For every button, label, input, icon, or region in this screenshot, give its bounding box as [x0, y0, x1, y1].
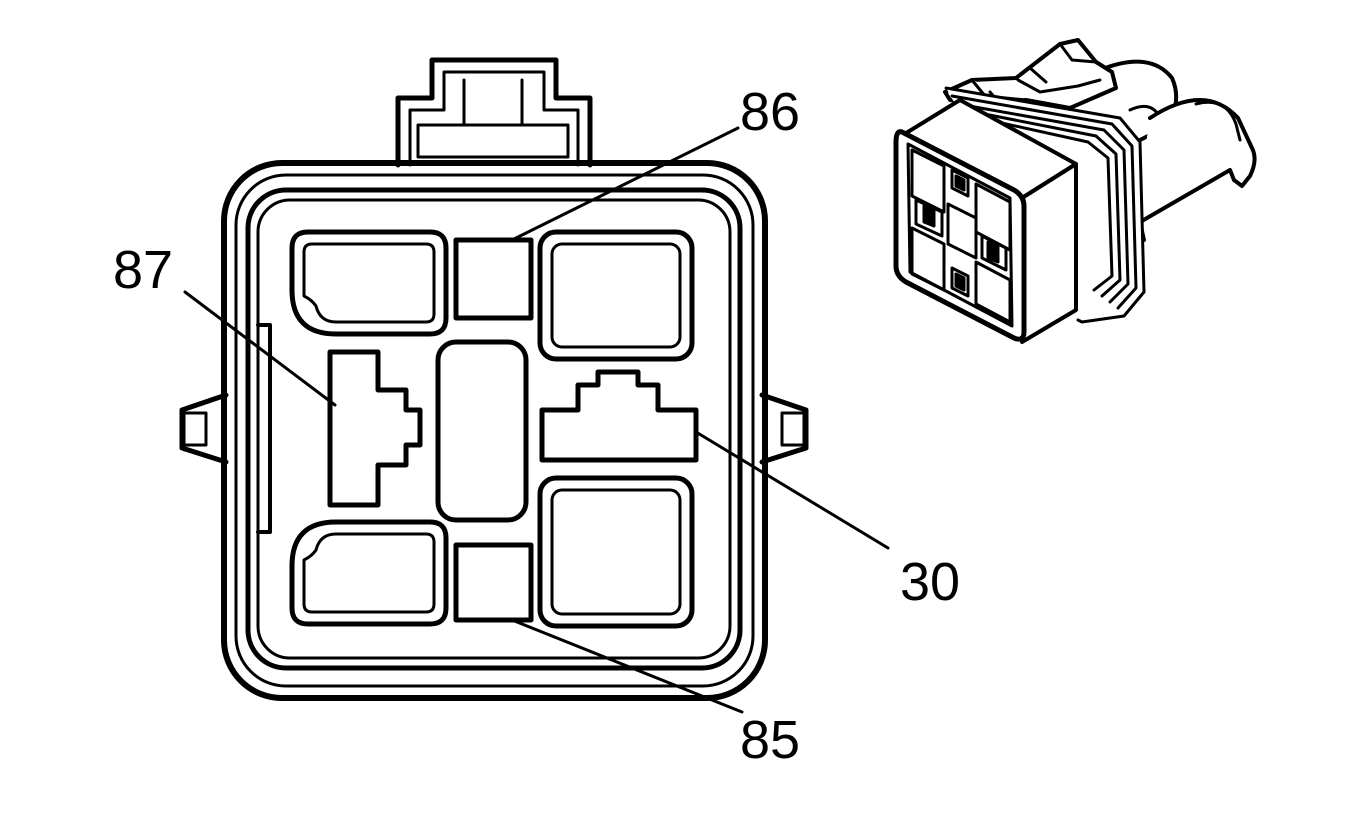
terminal-86-cavity: [453, 237, 534, 321]
terminal-label-87: 87: [113, 240, 173, 300]
terminal-85-cavity: [453, 542, 534, 623]
leader-line-85: [510, 618, 744, 714]
cavity-bottom-right: [537, 475, 695, 629]
terminal-30-cavity: [539, 369, 699, 463]
leader-line-87: [183, 290, 337, 407]
cavity-top-right: [537, 229, 695, 362]
right-side-tab: [759, 392, 809, 465]
top-latch: [395, 57, 593, 168]
terminal-87-cavity: [327, 349, 423, 508]
cavity-top-left: [289, 229, 449, 337]
isometric-body-right: [1020, 162, 1078, 344]
housing-outer: [221, 160, 768, 701]
connector-face-view: [179, 57, 809, 701]
housing-inner: [245, 187, 743, 671]
terminal-label-30: 30: [900, 552, 960, 612]
center-cavity: [435, 339, 529, 523]
leader-line-86: [510, 126, 740, 242]
isometric-front-face: [893, 129, 1027, 342]
terminal-label-85: 85: [740, 710, 800, 770]
isometric-front-cavities: [910, 148, 1012, 324]
left-side-tab: [179, 392, 229, 465]
wire-lower: [1128, 98, 1257, 248]
terminal-label-86: 86: [740, 82, 800, 142]
cavity-bottom-left: [289, 519, 449, 627]
connector-isometric-view: [893, 38, 1257, 344]
leader-line-30: [694, 430, 890, 550]
